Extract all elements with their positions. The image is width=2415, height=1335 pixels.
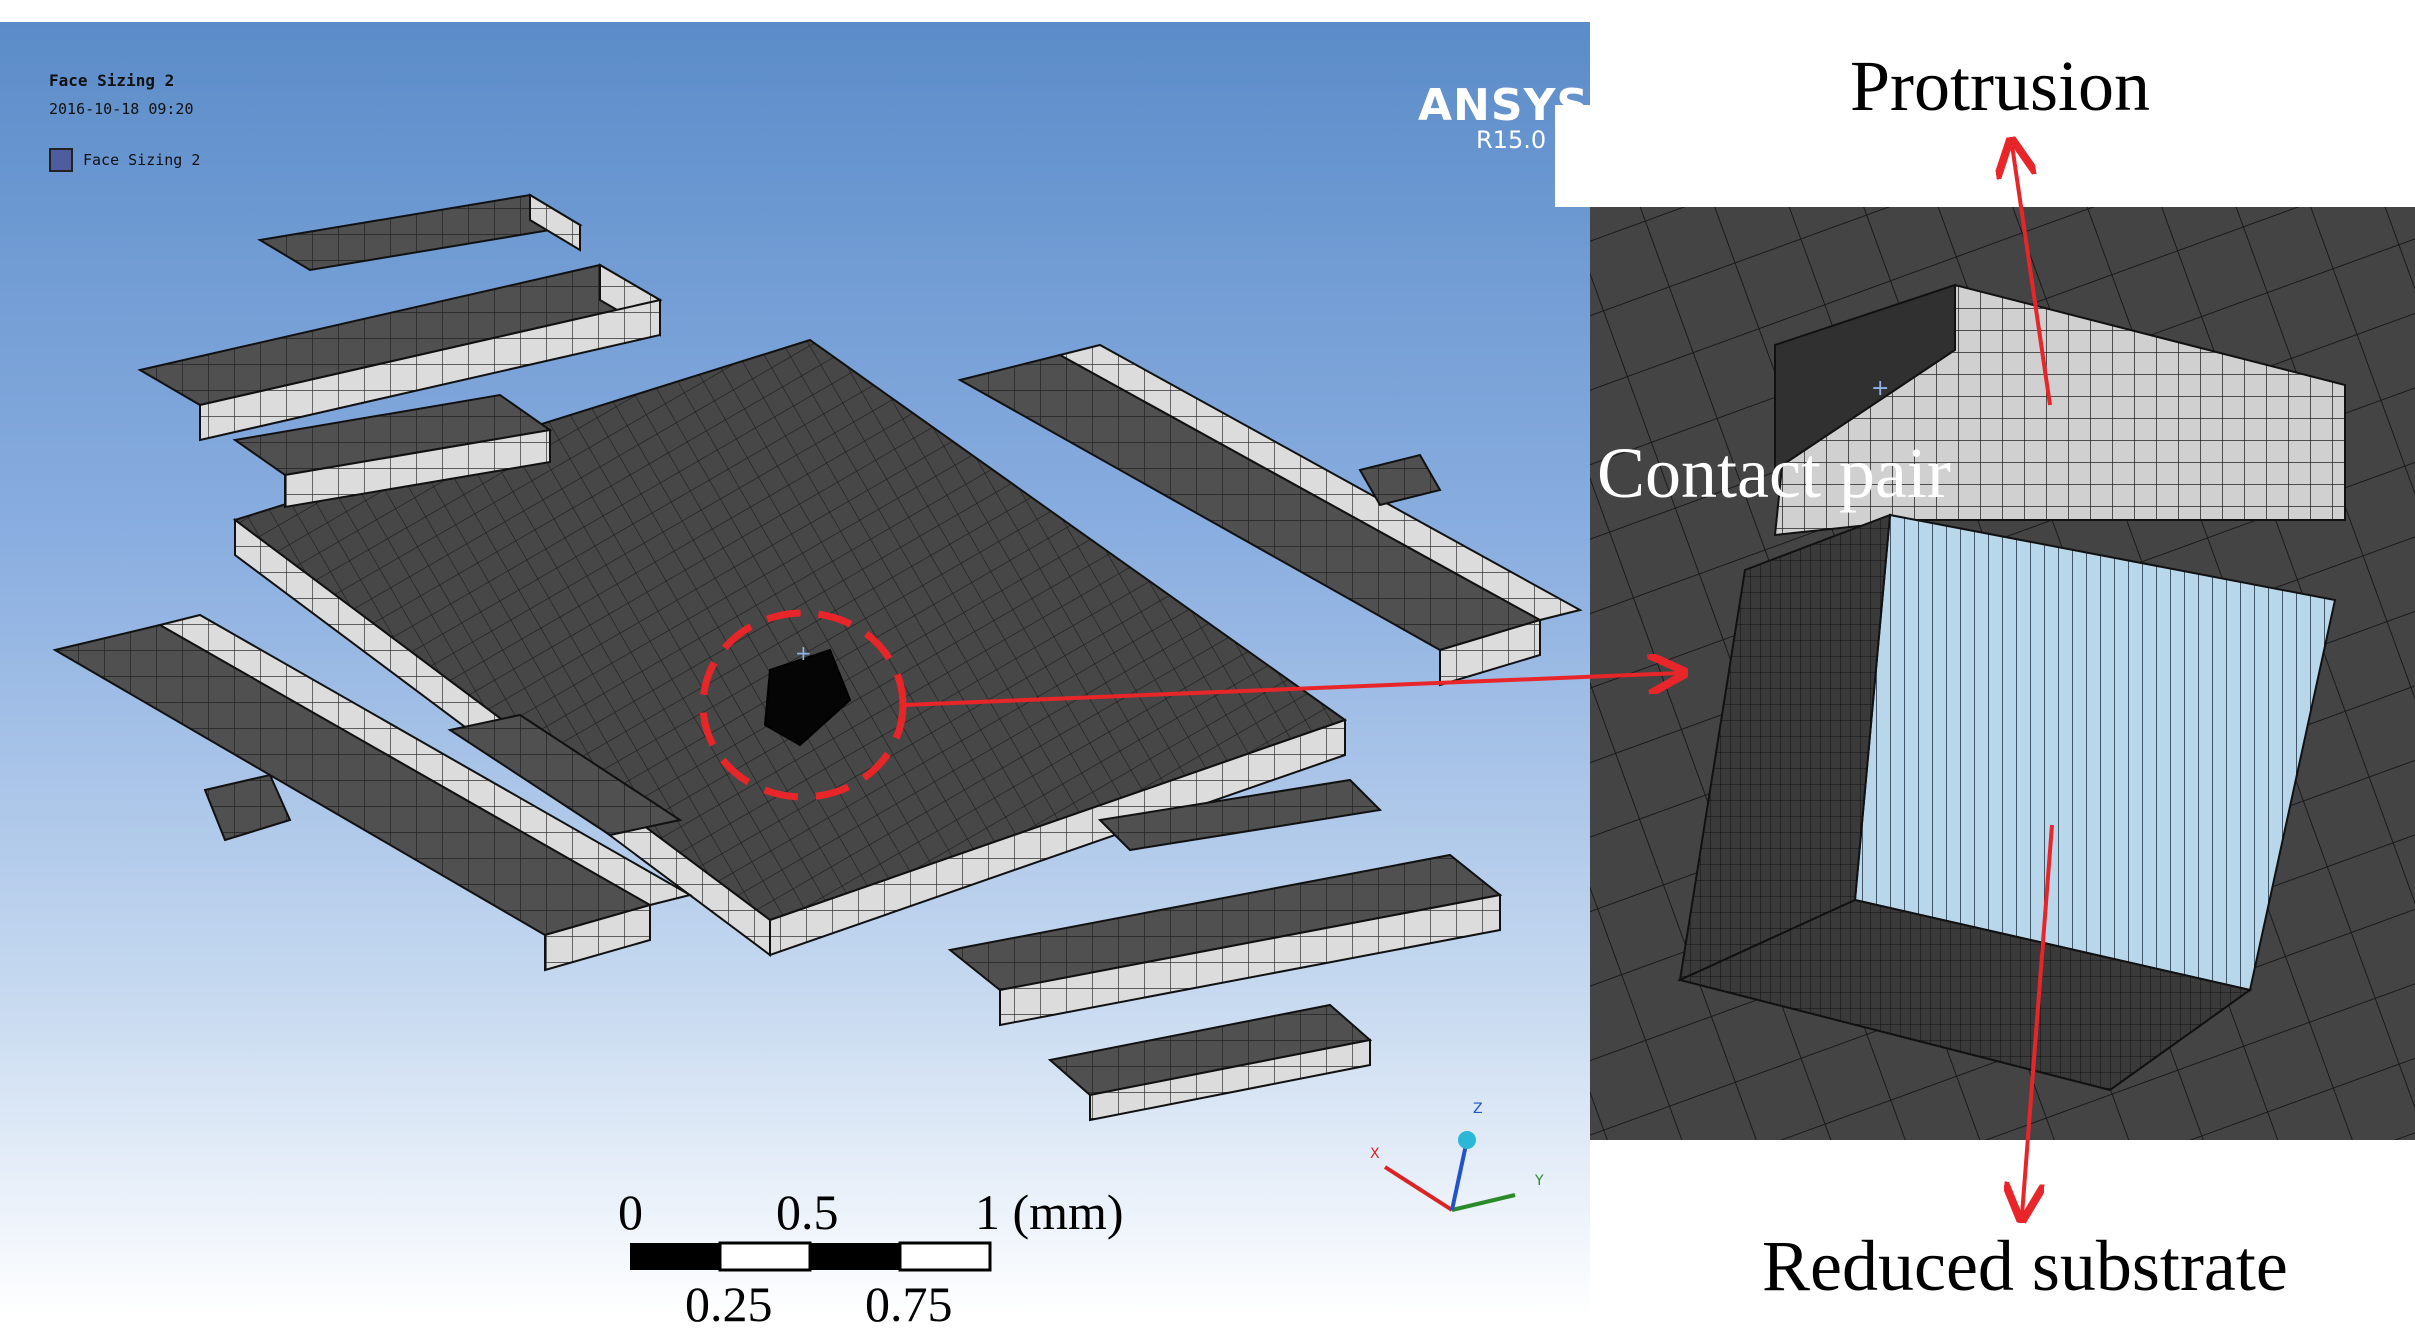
annotation-date: 2016-10-18 09:20 (49, 100, 194, 118)
triad-z-label: Z (1473, 1101, 1483, 1117)
scale-bar (630, 1241, 992, 1272)
graphics-viewport[interactable]: Face Sizing 2 2016-10-18 09:20 Face Sizi… (0, 22, 1590, 1317)
svg-text:+: + (795, 641, 812, 665)
inset-mesh: + (1590, 207, 2415, 1140)
triad-x-label: X (1370, 1146, 1380, 1162)
legend-swatch (49, 148, 73, 172)
legend-label: Face Sizing 2 (83, 151, 201, 169)
trace-bottom-left (52, 613, 693, 972)
mesh-model[interactable]: + X Y Z (0, 22, 1590, 1317)
trace-top-right (957, 343, 1583, 687)
annotation-title: Face Sizing 2 (49, 71, 175, 90)
scale-label-0-25: 0.25 (685, 1276, 773, 1332)
scale-label-0-75: 0.75 (865, 1276, 953, 1332)
zoomed-inset[interactable]: + (1590, 207, 2415, 1140)
legend: Face Sizing 2 (49, 148, 200, 172)
highlight-circle (699, 609, 907, 801)
protrusion-label: Protrusion (1850, 46, 2151, 126)
ansys-version: R15.0 (1476, 126, 1547, 154)
svg-text:+: + (1871, 376, 1889, 401)
coordinate-triad: X Y Z (1370, 1101, 1544, 1212)
reduced-substrate-label: Reduced substrate (1762, 1226, 2288, 1306)
inset-header-background (1555, 105, 2415, 207)
trace-bottom-right (947, 778, 1503, 1122)
protrusion-block[interactable]: + (763, 641, 852, 747)
scale-label-1mm: 1 (mm) (975, 1184, 1124, 1240)
triad-y-label: Y (1534, 1173, 1544, 1189)
scale-label-0-5: 0.5 (776, 1184, 839, 1240)
scale-label-0: 0 (618, 1184, 643, 1240)
contact-pair-label: Contact pair (1597, 433, 1951, 513)
trace-top-left (137, 193, 663, 509)
